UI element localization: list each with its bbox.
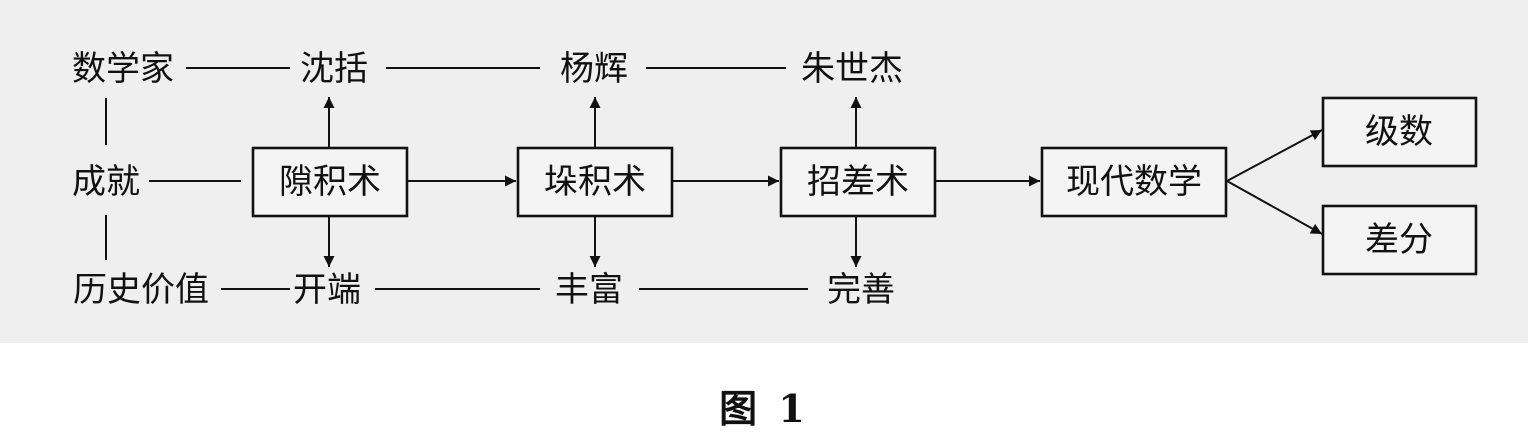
box-zhaochashu [779, 146, 937, 218]
person-zhu-shijie: 朱世杰 [801, 49, 903, 89]
row-label-historical-value: 历史价值 [73, 270, 209, 310]
box-difference-label: 差分 [1365, 220, 1433, 260]
box-xijishu [251, 146, 409, 218]
person-shen-kuo: 沈括 [300, 49, 368, 89]
row-label-achievement: 成就 [72, 162, 140, 202]
box-modern-math [1040, 146, 1228, 218]
box-difference [1321, 204, 1478, 276]
box-duojishu [516, 146, 674, 218]
person-yang-hui: 杨辉 [560, 49, 628, 89]
box-duojishu-label: 垛积术 [544, 162, 646, 202]
value-perfection: 完善 [827, 270, 895, 310]
box-series-label: 级数 [1365, 112, 1433, 152]
value-enrichment: 丰富 [555, 270, 623, 310]
box-modern-math-label: 现代数学 [1066, 162, 1202, 202]
box-series [1321, 96, 1478, 168]
figure-caption: 图 1 [719, 386, 809, 431]
row-label-mathematician: 数学家 [72, 49, 174, 89]
box-zhaochashu-label: 招差术 [807, 162, 909, 202]
value-beginning: 开端 [293, 270, 361, 310]
box-xijishu-label: 隙积术 [279, 162, 381, 202]
math-history-flow-diagram: 隙积术 垛积术 招差术 现代数学 级数 差分 数学家 成就 历史价值 沈括 杨辉… [72, 49, 1478, 310]
arrow-modernmath-to-series [1226, 129, 1323, 182]
arrow-modernmath-to-difference [1226, 180, 1323, 235]
